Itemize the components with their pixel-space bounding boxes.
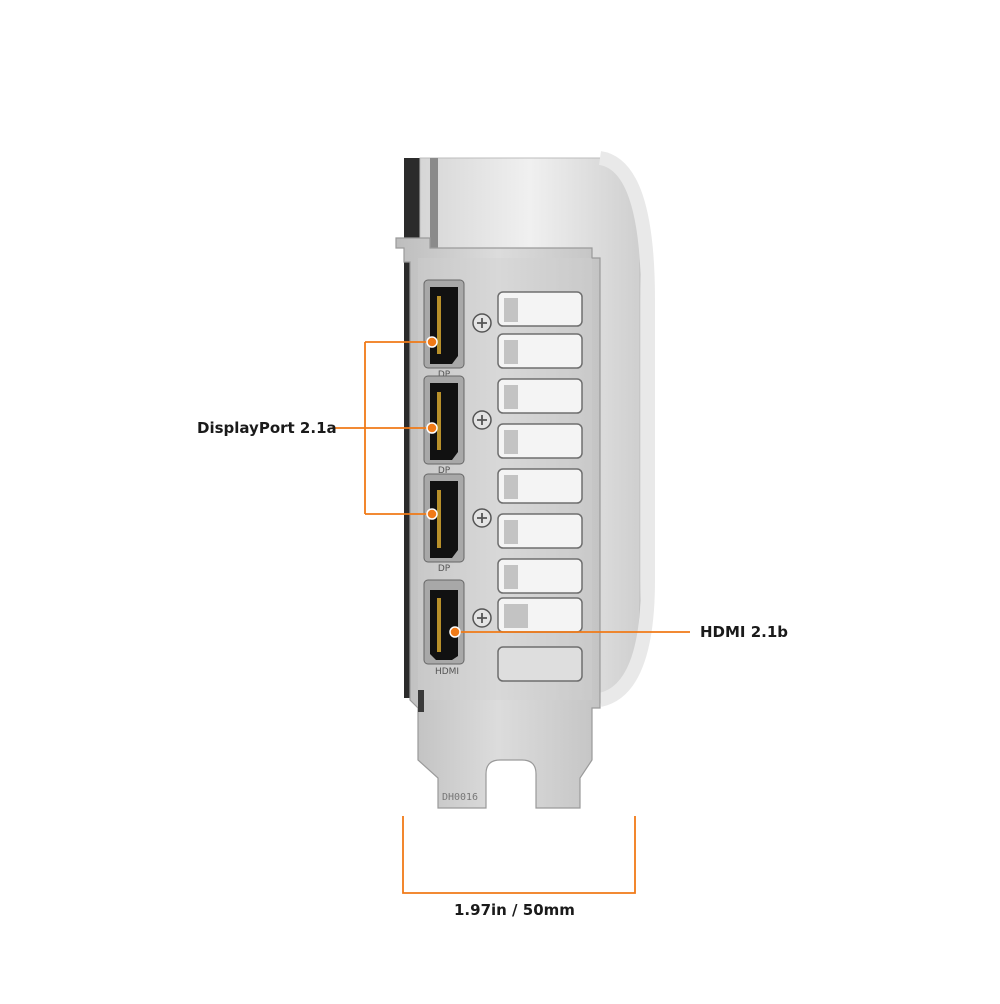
port-label: DP [438,466,451,476]
width-dimension-label: 1.97in / 50mm [454,901,575,919]
port-label: DP [438,370,451,380]
hdmi-port: HDMI [423,579,465,677]
displayport-1: DP [423,279,465,380]
hdmi-callout-label: HDMI 2.1b [700,623,789,641]
screw-icon [472,313,492,333]
screw-icon [472,608,492,628]
displayport-2: DP [423,375,465,476]
port-label: DP [438,564,451,574]
bracket-screws [472,313,492,628]
vent-shadows [504,298,528,628]
screw-icon [472,410,492,430]
port-label: HDMI [435,667,459,677]
displayport-callout-label: DisplayPort 2.1a [197,419,337,437]
width-dimension-line [402,816,636,894]
screw-icon [472,508,492,528]
displayport-3: DP [423,473,465,574]
callout-dots [426,336,461,638]
dp-callout-line [332,341,432,515]
bracket-stamp: DH0016 [442,792,478,803]
callout-lines [332,341,690,894]
vent-slots [497,291,583,682]
